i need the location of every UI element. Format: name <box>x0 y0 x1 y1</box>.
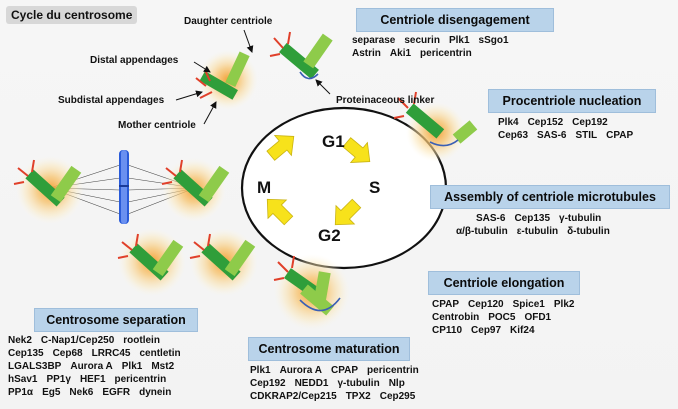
arrow-g2-to-m <box>266 198 294 226</box>
label-subdistal-appendages: Subdistal appendages <box>58 95 165 106</box>
stage-box-nucleation: Procentriole nucleation <box>488 89 656 113</box>
phase-m: M <box>257 178 272 197</box>
phase-g1: G1 <box>322 132 345 151</box>
stage-box-separation: Centrosome separation <box>34 308 198 332</box>
stage-box-assembly: Assembly of centriole microtubules <box>430 185 670 209</box>
arrow-m-to-g1 <box>266 135 295 161</box>
label-distal-appendages: Distal appendages <box>90 55 179 66</box>
centriole-pair-separated-2 <box>189 233 256 281</box>
stage-box-maturation: Centrosome maturation <box>248 337 410 361</box>
arrow-g1-to-s <box>342 137 371 163</box>
centriole-pair-separated-1 <box>117 233 184 281</box>
stage-box-disengagement: Centriole disengagement <box>356 8 554 32</box>
phase-s: S <box>369 178 381 197</box>
cycle-arrows <box>266 135 371 226</box>
label-proteinaceous-linker: Proteinaceous linker <box>336 95 435 106</box>
centriole-pair-elongation <box>273 255 341 316</box>
label-daughter-centriole: Daughter centriole <box>184 16 273 27</box>
stage-box-elongation: Centriole elongation <box>428 271 580 295</box>
figure-title: Cycle du centrosome <box>6 6 138 24</box>
centriole-pair-left-pole <box>13 159 82 207</box>
chromosomes <box>119 150 129 224</box>
arrow-s-to-g2 <box>334 198 362 226</box>
centriole-pair-disengage <box>269 31 333 80</box>
label-mother-centriole: Mother centriole <box>118 120 196 131</box>
centriole-pair-right-pole <box>161 159 230 207</box>
phase-g2: G2 <box>318 226 341 245</box>
label-pointers <box>175 29 331 125</box>
centriole-pair-nucleation <box>393 91 478 147</box>
